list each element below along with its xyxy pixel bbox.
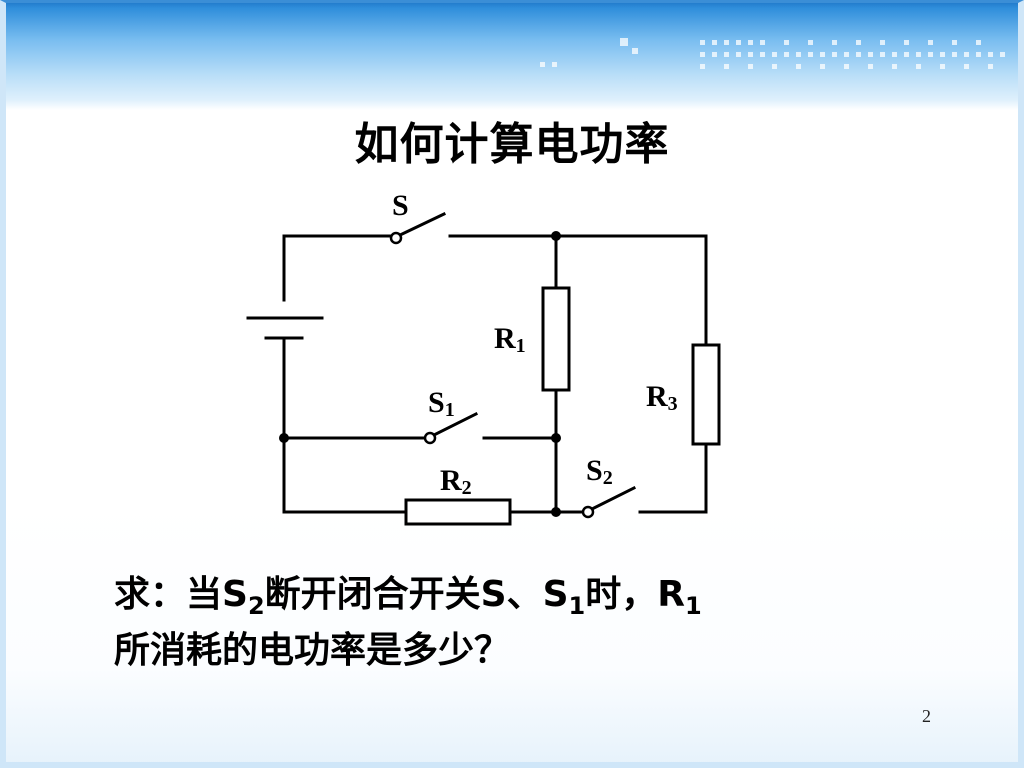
wire-left — [282, 336, 408, 514]
page-number: 2 — [922, 706, 931, 726]
resistor-r3 — [691, 343, 721, 446]
switch-s1-pivot — [423, 431, 437, 445]
switch-s-pivot — [389, 231, 403, 245]
label-r2: R2 — [440, 464, 472, 499]
question-part-1: 求：当S — [114, 574, 248, 615]
wire-top-right — [448, 234, 708, 347]
question-part-2: 断开闭合开关S、S — [264, 574, 569, 615]
junction-s1-left — [279, 433, 289, 443]
junction-top — [551, 231, 561, 241]
question-line-1: 求：当S2断开闭合开关S、S1时，R1 — [114, 572, 702, 629]
resistor-r1 — [541, 286, 571, 392]
label-s1: S1 — [428, 386, 455, 421]
header-dot-pattern — [540, 38, 1005, 69]
question-line-2: 所消耗的电功率是多少？ — [114, 630, 511, 671]
question-sub-1: 2 — [247, 592, 265, 620]
switch-s1-blade — [429, 411, 479, 439]
label-r1-sub: 1 — [516, 335, 526, 357]
label-r3-sub: 3 — [668, 393, 678, 415]
label-r3-main: R — [646, 380, 668, 413]
label-r2-sub: 2 — [462, 477, 472, 499]
wire-top-left — [282, 234, 395, 302]
label-s2: S2 — [586, 454, 613, 489]
header-band — [0, 0, 1024, 110]
label-r1: R1 — [494, 322, 526, 357]
label-r3: R3 — [646, 380, 678, 415]
junction-bottom — [551, 507, 561, 517]
label-s2-sub: 2 — [603, 467, 613, 489]
label-r2-main: R — [440, 464, 462, 497]
question-part-3: 时，R — [585, 574, 685, 615]
wire-bottom-right — [638, 442, 708, 514]
question-sub-3: 1 — [684, 592, 702, 620]
resistor-r2 — [404, 498, 512, 526]
switch-s2-blade — [587, 485, 637, 513]
label-s1-main: S — [428, 386, 445, 419]
switch-s-blade — [395, 211, 447, 239]
question-sub-2: 1 — [568, 592, 586, 620]
label-s1-sub: 1 — [445, 399, 455, 421]
slide-title: 如何计算电功率 — [354, 119, 670, 170]
label-s2-main: S — [586, 454, 603, 487]
junction-s1-right — [551, 433, 561, 443]
switch-s2-pivot — [581, 505, 595, 519]
label-s: S — [392, 189, 409, 222]
label-r1-main: R — [494, 322, 516, 355]
